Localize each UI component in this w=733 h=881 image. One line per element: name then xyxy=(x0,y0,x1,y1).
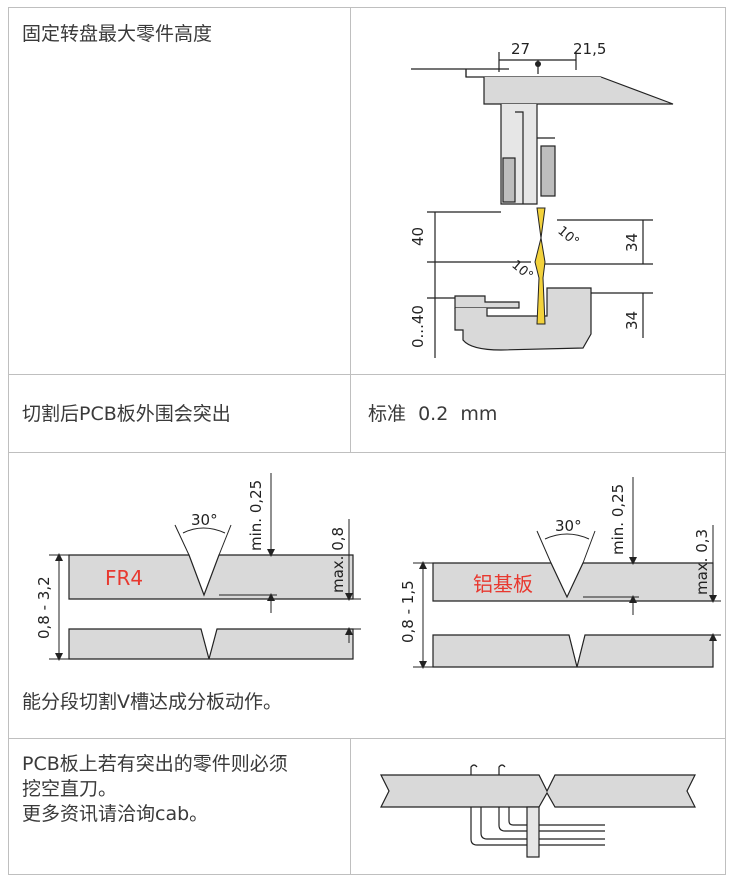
v-groove-diagrams: FR4 0,8 - 3,2 30° min. 0,25 max. 0,8 xyxy=(35,473,721,669)
dim-21-5: 21,5 xyxy=(573,40,606,58)
fr4-diagram: FR4 0,8 - 3,2 30° min. 0,25 max. 0,8 xyxy=(35,473,361,661)
dim-34-upper: 34 xyxy=(623,233,641,252)
aluminum-diagram: 铝基板 0,8 - 1,5 30° min. 0,25 max. 0,3 xyxy=(399,477,721,669)
table-border-top xyxy=(8,7,726,8)
column-divider xyxy=(350,7,351,453)
row-divider xyxy=(8,452,726,453)
aluminum-min-depth: min. 0,25 xyxy=(609,484,627,555)
dim-40: 40 xyxy=(409,227,427,246)
aluminum-angle: 30° xyxy=(555,517,582,535)
fr4-angle: 30° xyxy=(191,511,218,529)
table-border-left xyxy=(8,7,9,875)
components-line-1: PCB板上若有突出的零件则必须 xyxy=(22,753,288,775)
turntable-diagram: 27 21,5 40 0...40 34 34 10° 10° xyxy=(409,40,674,358)
dim-34-lower: 34 xyxy=(623,311,641,330)
fr4-max-residual: max. 0,8 xyxy=(329,527,347,593)
turntable-label: 固定转盘最大零件高度 xyxy=(22,23,213,45)
dim-27: 27 xyxy=(511,40,530,58)
spec-table: 固定转盘最大零件高度 xyxy=(8,7,726,875)
dim-0-40: 0...40 xyxy=(409,305,427,348)
aluminum-thickness: 0,8 - 1,5 xyxy=(399,580,417,643)
row-divider xyxy=(8,738,726,739)
aluminum-material: 铝基板 xyxy=(473,572,533,596)
fr4-material: FR4 xyxy=(105,566,143,590)
table-border-right xyxy=(725,7,726,875)
vgroove-note: 能分段切割V槽达成分板动作。 xyxy=(22,691,282,713)
protrusion-value: 标准 0.2 mm xyxy=(368,403,498,425)
column-divider xyxy=(350,738,351,875)
angle-10-upper: 10° xyxy=(554,224,581,250)
components-line-2: 挖空直刀。 xyxy=(22,778,118,800)
protrusion-label: 切割后PCB板外围会突出 xyxy=(22,403,231,425)
aluminum-max-residual: max. 0,3 xyxy=(693,529,711,595)
row-divider xyxy=(8,374,726,375)
table-border-bottom xyxy=(8,874,726,875)
fr4-min-depth: min. 0,25 xyxy=(247,480,265,551)
components-diagram xyxy=(380,764,696,858)
fr4-thickness: 0,8 - 3,2 xyxy=(35,576,53,639)
components-line-3: 更多资讯请洽询cab。 xyxy=(22,803,209,825)
